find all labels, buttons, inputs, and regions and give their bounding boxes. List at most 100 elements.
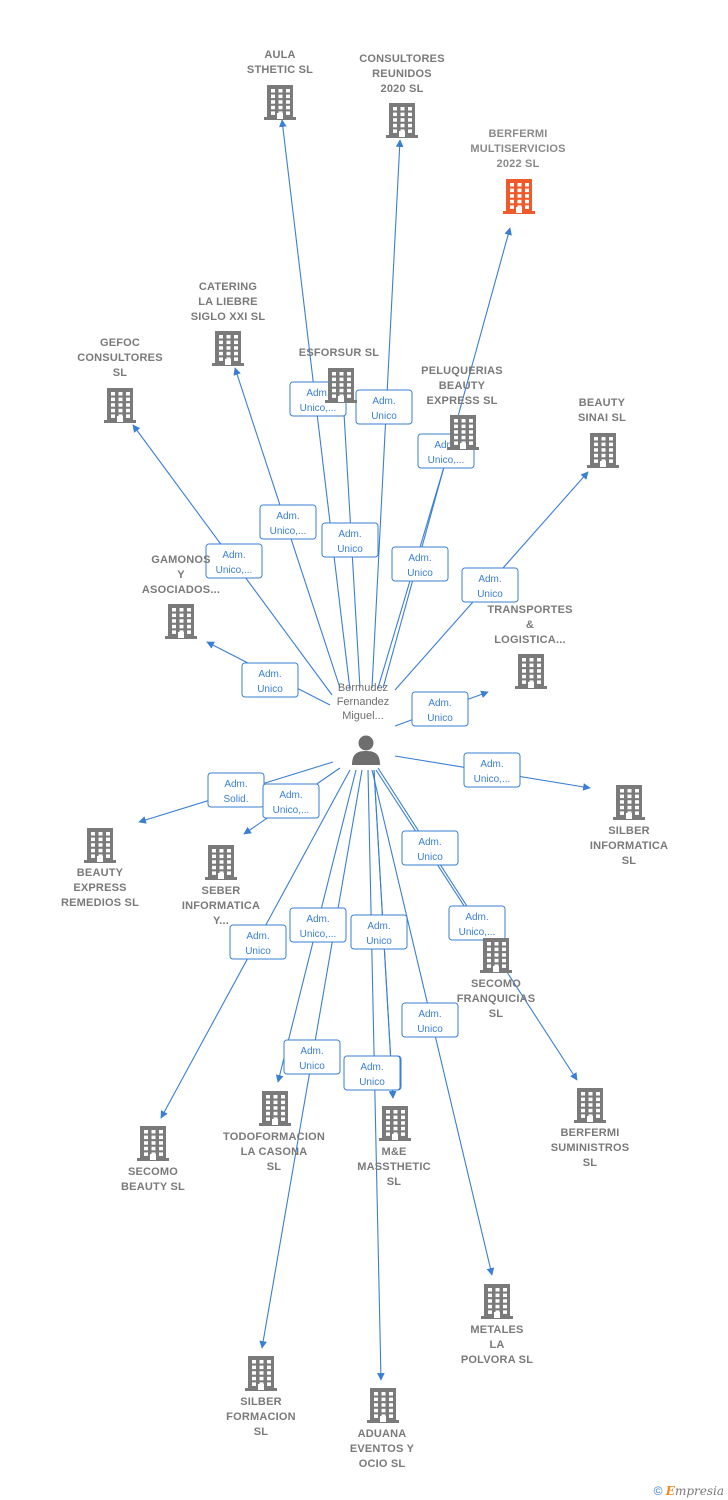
company-label: LA [489,1339,504,1351]
relation-label[interactable]: Adm.Unico [229,924,287,960]
company-node-transportes-logistica[interactable]: TRANSPORTES&LOGISTICA... [487,604,572,689]
relation-label-box [463,752,521,788]
company-label: MASSTHETIC [357,1161,431,1173]
company-node-seber-informatica[interactable]: SEBERINFORMATICAY... [182,845,260,927]
relation-label[interactable]: Adm.Unico [241,662,299,698]
relation-label-text: Adm. [465,912,488,923]
building-icon [212,331,244,366]
building-icon [205,845,237,880]
relation-label-box [262,783,320,819]
company-label: SUMINISTROS [551,1142,630,1154]
relation-label-text: Adm. [372,396,395,407]
company-label: SILBER [608,825,650,837]
company-label: EXPRESS [73,882,126,894]
relation-label-box [343,1055,401,1091]
company-label: ADUANA [358,1428,407,1440]
relation-label[interactable]: Adm.Unico,... [289,907,347,943]
relation-label[interactable]: Adm.Unico,... [205,543,263,579]
company-label: SECOMO [128,1166,178,1178]
relation-label[interactable]: Adm.Solid. [207,772,265,808]
relation-label-box [391,546,449,582]
relation-label-box [401,830,459,866]
relation-label-text: Unico [359,1077,385,1088]
relation-label[interactable]: Adm.Unico [411,691,469,727]
building-icon [259,1091,291,1126]
relation-label-text: Unico [407,568,433,579]
company-label: LA CASONA [241,1146,308,1158]
company-label: SEBER [202,885,241,897]
relation-label[interactable]: Adm.Unico,... [463,752,521,788]
company-label: SL [254,1426,269,1438]
company-label: SIGLO XXI SL [191,311,266,323]
relation-label-text: Adm. [367,921,390,932]
relation-label[interactable]: Adm.Unico [401,830,459,866]
relation-label[interactable]: Adm. Unico [350,914,408,950]
relation-label-text: Unico [371,411,397,422]
center-person[interactable]: BermudezFernandezMiguel... [337,682,390,765]
relation-label[interactable]: Adm.Unico,... [259,504,317,540]
relation-label-text: Unico [337,544,363,555]
company-label: STHETIC SL [247,64,313,76]
company-label: ESFORSUR SL [299,347,380,359]
building-icon [325,368,357,403]
building-icon [574,1088,606,1123]
building-icon [367,1388,399,1423]
relation-label-text: Unico,... [216,565,253,576]
company-label: LA LIEBRE [198,296,257,308]
relation-label-box [205,543,263,579]
relation-label[interactable]: Adm.Unico,... [262,783,320,819]
relation-label[interactable]: Adm.Unico [461,567,519,603]
company-label: GAMONOS [151,554,210,566]
relation-label[interactable]: Adm.Unico [391,546,449,582]
company-label: Y... [213,915,229,927]
relation-label-text: Unico [245,946,271,957]
company-label: BEAUTY [439,380,486,392]
relation-label[interactable]: Adm.Unico [321,522,379,558]
relation-label[interactable]: Adm.Unico [343,1055,401,1091]
relation-label-box [241,662,299,698]
company-label: SL [387,1176,402,1188]
copyright-credit[interactable]: © Empresia [654,1484,724,1498]
company-label: CONSULTORES [77,352,163,364]
relation-label-text: Adm. [306,388,329,399]
company-node-gamonos-asociados[interactable]: GAMONOSYASOCIADOS... [142,554,220,639]
relation-label-box [350,914,408,950]
relation-label[interactable]: Adm.Unico [401,1002,459,1038]
relation-label-text: Unico [366,936,392,947]
company-label: & [526,619,534,631]
company-label: BERFERMI [560,1127,619,1139]
company-label: CONSULTORES [359,53,445,65]
company-label: REUNIDOS [372,68,432,80]
building-icon [503,179,535,214]
company-label: EVENTOS Y [350,1443,415,1455]
relation-label-text: Unico [299,1061,325,1072]
relation-label[interactable]: Adm.Unico [283,1039,341,1075]
company-label: PELUQUERIAS [421,365,503,377]
company-node-esforsur[interactable]: ESFORSUR SL [299,347,380,403]
relation-label-text: Unico,... [270,526,307,537]
relation-label[interactable]: Adm.Unico,... [448,905,506,941]
relation-label[interactable]: Adm. Unico [355,389,413,425]
company-label: TRANSPORTES [487,604,572,616]
company-label: FORMACION [226,1411,296,1423]
company-label: BERFERMI [488,128,547,140]
building-icon [379,1106,411,1141]
